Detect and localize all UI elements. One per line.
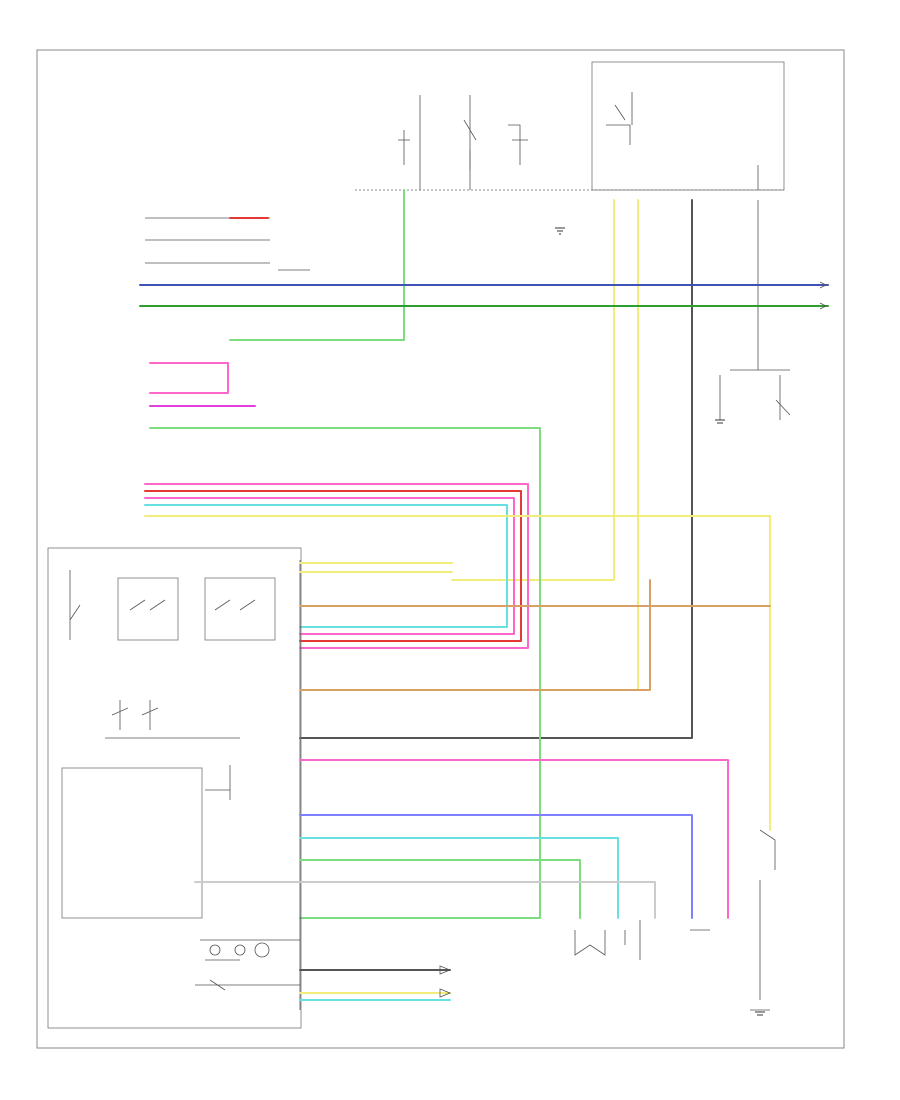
- module-right-connectors: [194, 560, 771, 1010]
- right-actuators: [574, 375, 791, 1011]
- ground-symbols: [555, 227, 765, 1016]
- control-submodule-box: [61, 767, 203, 919]
- arrow-green-out: [819, 302, 827, 310]
- wire-pink-group-1: [144, 483, 529, 649]
- relay-switch-1: [463, 119, 477, 170]
- diagram-frame: [36, 49, 845, 1049]
- arrow-out-2: [439, 988, 452, 998]
- module-connector-stubs: [145, 217, 310, 271]
- relay-coil-1: [508, 124, 528, 165]
- wire-pink-loop: [149, 362, 229, 394]
- wire-gray-ground: [299, 199, 693, 739]
- module-internal-switches: [69, 570, 300, 991]
- hvac-control-module-box: [47, 547, 302, 1029]
- wire-light-green-relay: [229, 189, 405, 341]
- fuse-symbol-1: [398, 130, 410, 165]
- wire-yellow-blower: [144, 515, 771, 831]
- wire-pink-group-2: [144, 497, 515, 635]
- arrow-out-1: [439, 965, 452, 975]
- arrow-blue-out: [819, 281, 827, 289]
- mode-switch-box: [204, 577, 276, 641]
- wire-light-green-long: [149, 427, 541, 919]
- blower-switch-box: [117, 577, 179, 641]
- wire-yellow-feed: [451, 199, 615, 581]
- wire-cyan-group: [144, 504, 508, 628]
- relay-switch-2: [606, 104, 631, 145]
- wire-red-group: [144, 490, 522, 642]
- underhood-fuse-box: [591, 61, 785, 191]
